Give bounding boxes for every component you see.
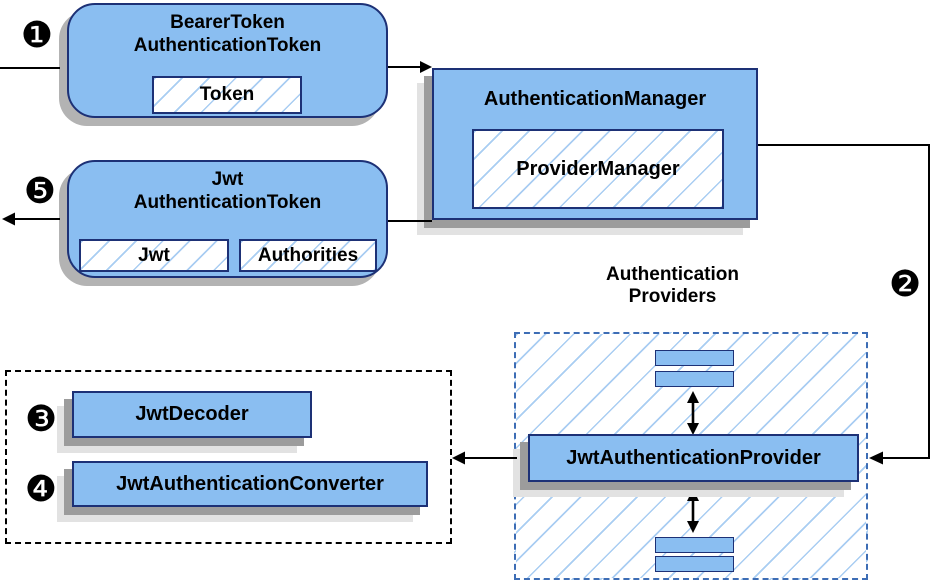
arrowhead-icon (2, 212, 15, 226)
converter-decoder-group (5, 370, 452, 544)
jwt-authentication-converter-node: JwtAuthenticationConverter (72, 461, 428, 507)
node-title: JwtAuthenticationProvider (566, 446, 821, 469)
field-label: Authorities (257, 244, 359, 266)
authorities-field: Authorities (239, 239, 377, 272)
jwt-authentication-provider-node: JwtAuthenticationProvider (528, 434, 859, 482)
provider-manager-field: ProviderManager (472, 129, 724, 209)
double-arrow-icon (687, 489, 699, 533)
arrowhead-icon (869, 451, 883, 465)
double-arrow-icon (687, 391, 699, 435)
arrowhead-icon (420, 61, 432, 73)
provider-placeholder-bar (655, 350, 734, 366)
arrowhead-icon (452, 451, 465, 465)
authentication-manager-node: AuthenticationManager ProviderManager (432, 68, 758, 220)
jwt-authentication-token-node: Jwt AuthenticationToken Jwt Authorities (67, 160, 388, 278)
jwt-decoder-node: JwtDecoder (72, 391, 312, 438)
step-4-badge: ❹ (24, 469, 58, 510)
node-title: AuthenticationManager (483, 88, 707, 110)
provider-placeholder-bar (655, 556, 734, 572)
provider-placeholder-bar (655, 537, 734, 553)
bearer-token-authentication-token-node: BearerToken AuthenticationToken Token (67, 3, 388, 118)
token-field: Token (152, 76, 302, 114)
node-title: JwtAuthenticationConverter (116, 472, 384, 495)
node-title: Jwt AuthenticationToken (133, 169, 322, 213)
step-1-badge: ❶ (20, 15, 54, 56)
field-label: ProviderManager (516, 157, 680, 180)
step-3-badge: ❸ (24, 399, 58, 440)
provider-placeholder-bar (655, 371, 734, 387)
step-2-badge: ❷ (888, 264, 922, 305)
field-label: Jwt (138, 244, 170, 266)
field-label: Token (199, 84, 255, 105)
jwt-field: Jwt (79, 239, 229, 272)
step-5-badge: ❺ (23, 171, 57, 212)
authentication-providers-label: Authentication Providers (606, 264, 739, 307)
node-title: JwtDecoder (135, 403, 249, 425)
node-title: BearerToken AuthenticationToken (133, 12, 322, 56)
